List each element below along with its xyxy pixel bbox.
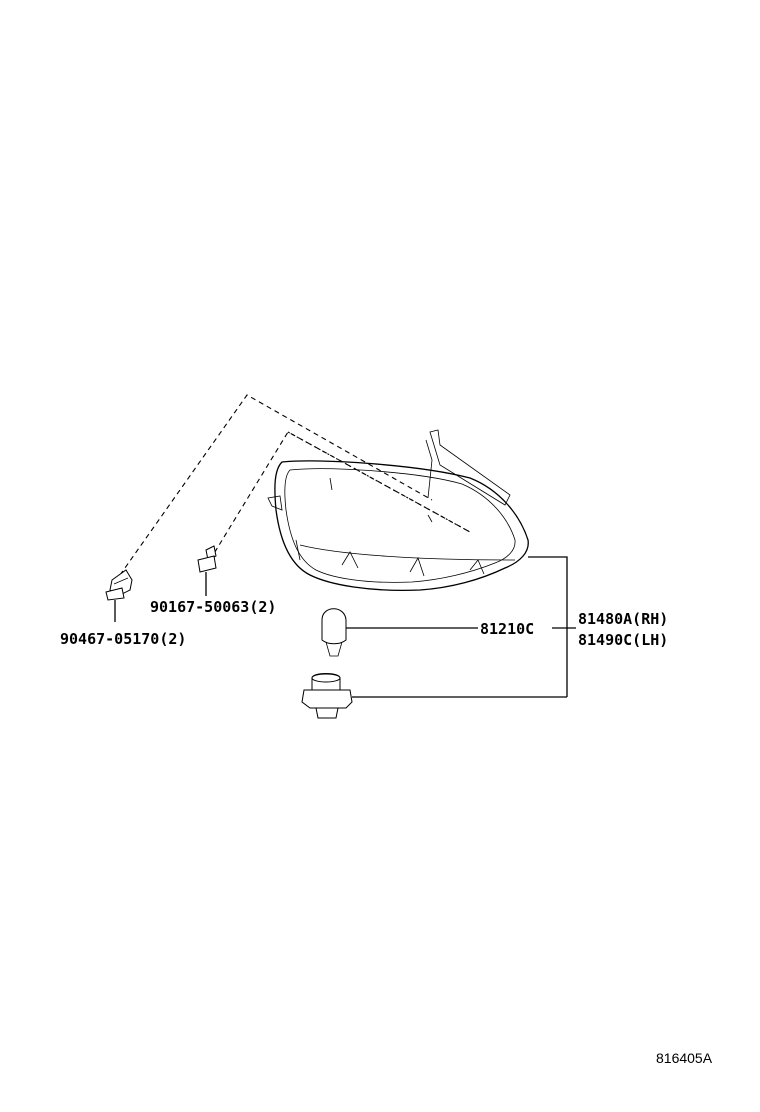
screw-part-number: 90167-50063(2) — [150, 598, 276, 616]
diagram-reference-code: 816405A — [656, 1050, 713, 1066]
assembly-guide-lines — [119, 394, 471, 576]
lamp-rh-part-number: 81480A(RH) — [578, 610, 668, 628]
screw-part — [197, 545, 217, 596]
lamp-housing — [267, 429, 529, 591]
clip-part — [105, 569, 133, 622]
lamp-leader-bracket — [528, 556, 576, 697]
clip-part-number: 90467-05170(2) — [60, 630, 186, 648]
bulb-part-number: 81210C — [480, 620, 534, 638]
bulb-part — [321, 608, 478, 657]
socket-part — [301, 673, 567, 719]
lamp-lh-part-number: 81490C(LH) — [578, 631, 668, 649]
